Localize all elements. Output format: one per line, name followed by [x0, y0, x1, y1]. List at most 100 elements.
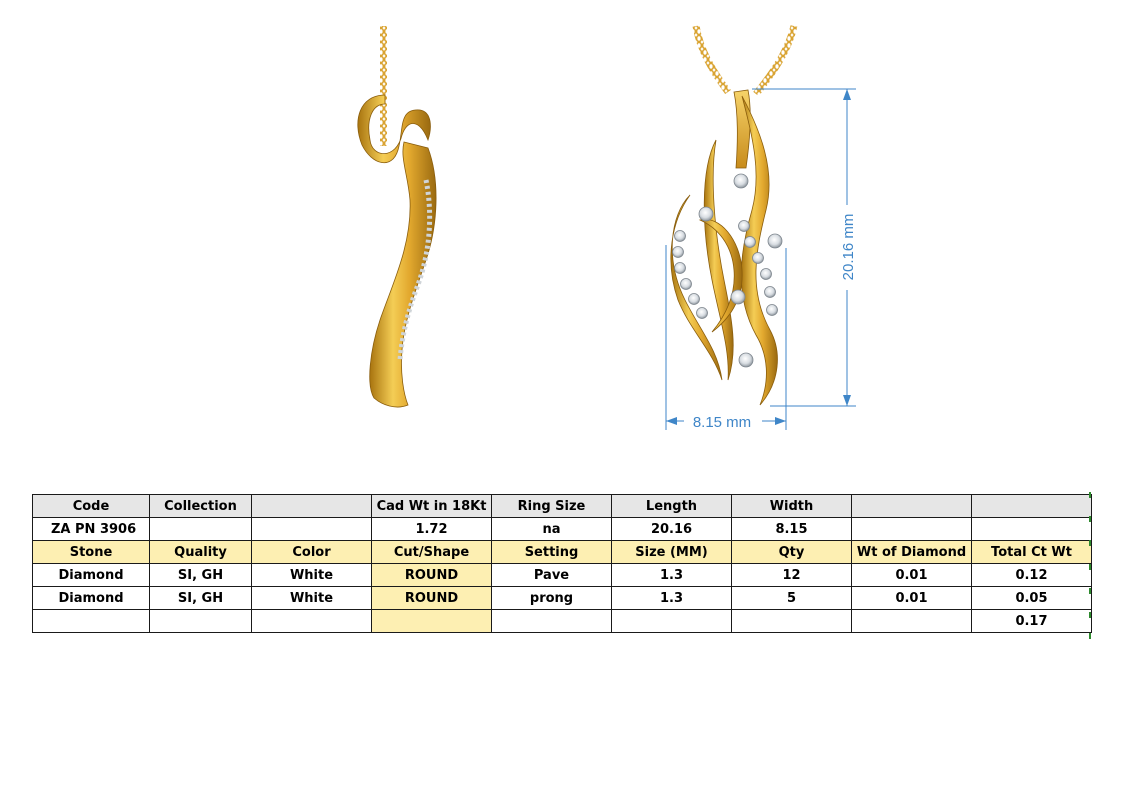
stone-cell: 0.01: [851, 586, 972, 610]
side-view-chain: [380, 26, 387, 146]
stone-header-row: Stone Quality Color Cut/Shape Setting Si…: [32, 540, 1092, 564]
front-view-left-flame: [670, 194, 723, 381]
total-cell: [611, 609, 732, 633]
spec-table: Code Collection Cad Wt in 18Kt Ring Size…: [32, 494, 1092, 633]
stone-header-cell: Color: [251, 540, 372, 564]
side-view-pendant: [357, 26, 437, 408]
header-cell: Collection: [149, 494, 252, 518]
stone-cell: 5: [731, 586, 852, 610]
total-cell: [851, 609, 972, 633]
front-view-chain-right: [753, 25, 798, 97]
stone-cell: Pave: [491, 563, 612, 587]
diamond: [752, 252, 764, 264]
table-edge-marker: [1089, 516, 1091, 522]
diamond: [730, 289, 746, 305]
front-view-pendant: 20.16 mm 8.15 mm: [665, 25, 857, 431]
front-view-bail: [733, 89, 751, 169]
header-cell: Ring Size: [491, 494, 612, 518]
diamond: [688, 293, 700, 305]
front-view-diamonds: [672, 173, 783, 368]
total-cell: [371, 609, 492, 633]
table-edge-marker: [1089, 564, 1091, 570]
stone-cell: 0.05: [971, 586, 1092, 610]
stone-cell: Diamond: [32, 586, 150, 610]
diamond: [766, 304, 778, 316]
table-edge-marker: [1089, 633, 1091, 639]
table-edge-marker: [1089, 540, 1091, 546]
total-cell: [32, 609, 150, 633]
stone-cell: White: [251, 586, 372, 610]
total-ct-wt: 0.17: [971, 609, 1092, 633]
width-arrow-left: [666, 417, 677, 425]
stone-cell: 0.01: [851, 563, 972, 587]
stone-header-cell: Stone: [32, 540, 150, 564]
stone-cell: White: [251, 563, 372, 587]
stone-cell: ROUND: [371, 563, 492, 587]
stone-cell: prong: [491, 586, 612, 610]
front-view-chain-left: [692, 25, 731, 95]
total-cell: [731, 609, 852, 633]
diamond: [674, 230, 686, 242]
total-cell: [491, 609, 612, 633]
stone-cell: SI, GH: [149, 586, 252, 610]
stone-cell: 0.12: [971, 563, 1092, 587]
spec-header-row: Code Collection Cad Wt in 18Kt Ring Size…: [32, 494, 1092, 518]
diamond: [680, 278, 692, 290]
diamond: [744, 236, 756, 248]
stone-header-cell: Cut/Shape: [371, 540, 492, 564]
table-edge-marker: [1089, 612, 1091, 618]
header-cell: [251, 494, 372, 518]
table-edge-marker: [1089, 492, 1091, 498]
total-cell: [251, 609, 372, 633]
value-cell: [851, 517, 972, 541]
height-arrow-top: [843, 89, 851, 100]
stone-cell: SI, GH: [149, 563, 252, 587]
stone-cell: 1.3: [611, 586, 732, 610]
cad-weight: 1.72: [371, 517, 492, 541]
diamond: [733, 173, 749, 189]
width-dimension: [665, 245, 787, 430]
stone-header-cell: Quality: [149, 540, 252, 564]
stone-row: Diamond SI, GH White ROUND Pave 1.3 12 0…: [32, 563, 1092, 587]
header-cell: Length: [611, 494, 732, 518]
length-value: 20.16: [611, 517, 732, 541]
diamond: [672, 246, 684, 258]
height-dimension: [752, 88, 856, 407]
header-cell: [971, 494, 1092, 518]
stone-header-cell: Size (MM): [611, 540, 732, 564]
value-cell: [149, 517, 252, 541]
spec-values-row: ZA PN 3906 1.72 na 20.16 8.15: [32, 517, 1092, 541]
diamond: [760, 268, 772, 280]
side-view-bail: [357, 94, 431, 163]
stone-cell: 1.3: [611, 563, 732, 587]
diamond: [738, 220, 750, 232]
diamond: [698, 206, 714, 222]
stone-cell: Diamond: [32, 563, 150, 587]
height-arrow-bottom: [843, 395, 851, 406]
stone-header-cell: Wt of Diamond: [851, 540, 972, 564]
stone-header-cell: Total Ct Wt: [971, 540, 1092, 564]
value-cell: [971, 517, 1092, 541]
diamond: [738, 352, 754, 368]
stone-cell: ROUND: [371, 586, 492, 610]
width-arrow-right: [775, 417, 786, 425]
header-cell: Code: [32, 494, 150, 518]
total-row: 0.17: [32, 609, 1092, 633]
height-label: 20.16 mm: [840, 214, 857, 281]
diamond: [696, 307, 708, 319]
front-view-inner-swirl: [698, 218, 743, 333]
stone-header-cell: Setting: [491, 540, 612, 564]
pendant-drawing: 20.16 mm 8.15 mm: [357, 25, 857, 431]
ring-size: na: [491, 517, 612, 541]
width-value: 8.15: [731, 517, 852, 541]
side-view-stone-edge: [397, 179, 433, 361]
total-cell: [149, 609, 252, 633]
table-edge-marker: [1089, 588, 1091, 594]
diamond: [674, 262, 686, 274]
diamond: [767, 233, 783, 249]
product-code: ZA PN 3906: [32, 517, 150, 541]
header-cell: Cad Wt in 18Kt: [371, 494, 492, 518]
stone-cell: 12: [731, 563, 852, 587]
front-view-right-flame: [740, 95, 778, 406]
width-label: 8.15 mm: [693, 414, 751, 431]
